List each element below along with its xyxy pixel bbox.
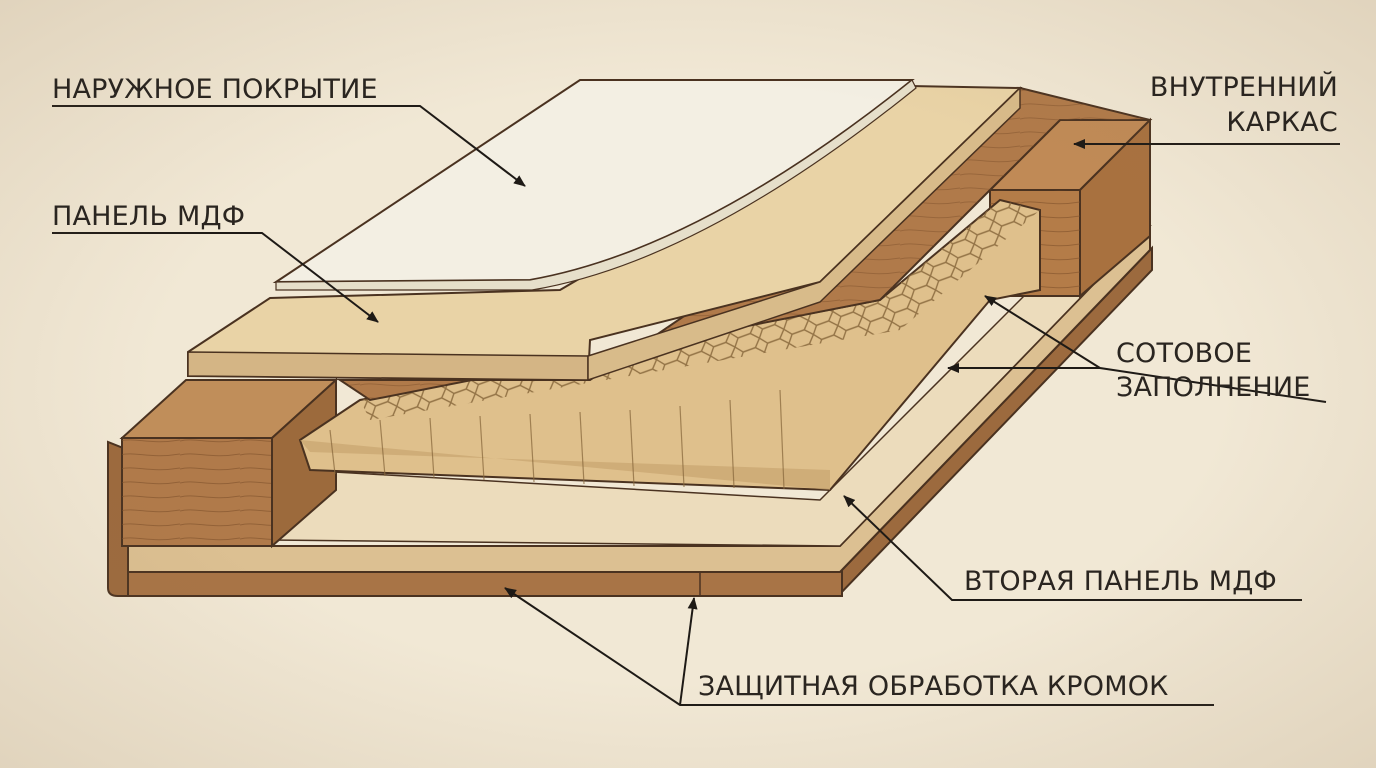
label-inner-frame-line1: ВНУТРЕННИЙ	[1149, 72, 1338, 103]
callout-lines	[52, 105, 1340, 706]
label-inner-frame-line2: КАРКАС	[1226, 107, 1338, 138]
label-honeycomb-line2: ЗАПОЛНЕНИЕ	[1116, 372, 1311, 403]
label-edge-protection: ЗАЩИТНАЯ ОБРАБОТКА КРОМОК	[698, 671, 1169, 702]
callout-line-outer-coating	[52, 105, 526, 187]
label-mdf-panel: ПАНЕЛЬ МДФ	[52, 201, 246, 232]
label-outer-coating: НАРУЖНОЕ ПОКРЫТИЕ	[52, 74, 378, 105]
label-honeycomb-line1: СОТОВОЕ	[1116, 338, 1253, 369]
callout-line-mdf-panel	[52, 232, 379, 323]
callout-line-second-mdf	[843, 495, 1302, 601]
label-second-mdf-panel: ВТОРАЯ ПАНЕЛЬ МДФ	[964, 566, 1277, 597]
outer-coating	[272, 79, 917, 291]
callout-line-edge-2	[679, 597, 698, 706]
